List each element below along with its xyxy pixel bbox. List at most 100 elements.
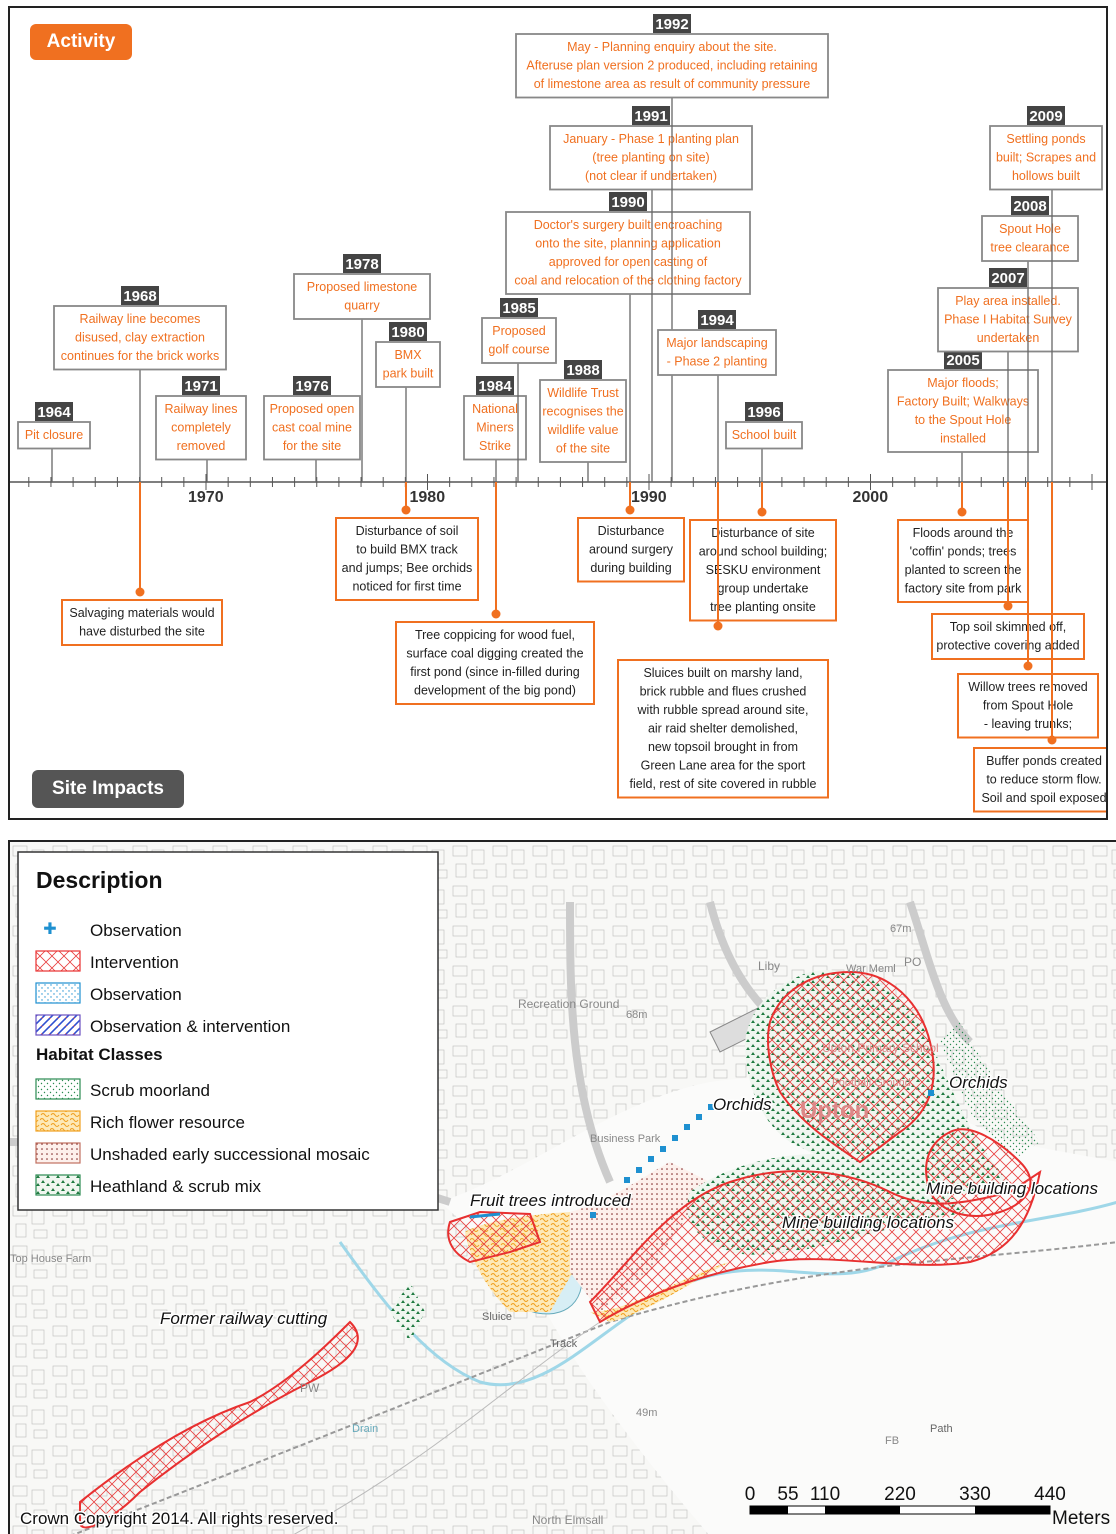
impact-box (957, 673, 1099, 739)
activity-text: of limestone area as result of community… (534, 77, 811, 91)
activity-text: Miners (476, 421, 514, 435)
legend-label: Heathland & scrub mix (90, 1177, 262, 1196)
observation-points (590, 1090, 934, 1218)
copyright-text: Crown Copyright 2014. All rights reserve… (20, 1509, 338, 1528)
activity-text: built; Scrapes and (996, 151, 1096, 165)
activity-label: Activity (30, 24, 132, 60)
activity-text: disused, clay extraction (75, 331, 205, 345)
observation-segment (469, 1212, 501, 1219)
impact-dot (957, 507, 967, 517)
observation-cross-icon: ✚ (43, 921, 56, 938)
year-tag (293, 376, 331, 395)
activity-text: (tree planting on site) (592, 151, 709, 165)
legend-label: Rich flower resource (90, 1113, 245, 1132)
impact-box (395, 621, 595, 705)
impact-text: factory site from park (905, 582, 1022, 596)
impact-box-6: Sluices built on marshy land,brick rubbl… (617, 482, 829, 799)
activity-text: of the site (556, 442, 610, 456)
mine-intervention (588, 1169, 1042, 1324)
activity-box (17, 421, 91, 450)
year-label: 1980 (391, 324, 424, 341)
impact-box (617, 659, 829, 799)
impact-box-8: Top soil skimmed off,protective covering… (931, 482, 1085, 660)
activity-box (53, 305, 227, 371)
activity-text: wildlife value (547, 423, 619, 437)
year-tag (343, 254, 381, 273)
annotation-label: Orchids (713, 1095, 772, 1114)
impact-text: have disturbed the site (79, 625, 205, 639)
activity-text: Railway line becomes (80, 312, 201, 326)
impact-text: Sluices built on marshy land, (643, 666, 802, 680)
impact-text: noticed for first time (352, 580, 461, 594)
place-name: Upton Primary School (822, 1041, 939, 1055)
activity-text: golf course (488, 343, 549, 357)
year-label: 1978 (345, 256, 378, 273)
activity-text: National (472, 402, 518, 416)
place-name: War Meml (846, 963, 896, 975)
activity-text: Wildlife Trust (547, 386, 619, 400)
activity-text: Proposed limestone (307, 280, 418, 294)
place-name: Path (930, 1423, 953, 1435)
activity-text: approved for open casting of (549, 255, 708, 269)
activity-box (981, 215, 1079, 262)
legend-item-obs_int: Observation & intervention (35, 1014, 290, 1036)
impact-dot (1003, 601, 1013, 611)
year-tag (989, 268, 1027, 287)
activity-box (515, 33, 829, 99)
year-tag (476, 376, 514, 395)
impact-text: Disturbance (598, 524, 665, 538)
annotation-label: Former railway cutting (160, 1309, 328, 1328)
year-label: 1991 (634, 108, 667, 125)
year-label: 1996 (747, 404, 780, 421)
place-name: 49m (636, 1407, 657, 1419)
impact-box (973, 747, 1106, 813)
impact-text: protective covering added (936, 639, 1079, 653)
year-label: 1971 (184, 378, 217, 395)
activity-box (657, 329, 777, 376)
place-name: PW (300, 1381, 320, 1395)
year-label: 2008 (1013, 198, 1046, 215)
activity-text: Factory Built; Walkways (897, 395, 1029, 409)
year-label: 2009 (1029, 108, 1062, 125)
year-label: 1985 (502, 300, 535, 317)
legend-label: Observation (90, 921, 182, 940)
year-label: 1964 (37, 404, 71, 421)
scale-tick-label: 440 (1034, 1484, 1066, 1505)
mosaic-area-1 (570, 1162, 710, 1312)
legend-label: Observation (90, 985, 182, 1004)
impact-box (689, 519, 837, 622)
impact-box (931, 613, 1085, 660)
scale-tick-label: 55 (777, 1484, 798, 1505)
impact-text: first pond (since in-filled during (410, 665, 580, 679)
place-name: Track (550, 1338, 578, 1350)
activity-text: coal and relocation of the clothing fact… (514, 274, 742, 288)
impact-text: tree planting onsite (710, 600, 816, 614)
impact-text: and jumps; Bee orchids (342, 561, 473, 575)
track (293, 1321, 601, 1534)
impact-dot (401, 505, 411, 515)
activity-text: Proposed (492, 324, 546, 338)
impact-text: to reduce storm flow. (986, 773, 1101, 787)
scale-unit-label: Meters (1052, 1508, 1110, 1529)
activity-text: Major floods; (927, 376, 999, 390)
year-label: 2007 (991, 270, 1024, 287)
activity-box (375, 341, 441, 388)
impact-text: Green Lane area for the sport (641, 759, 806, 773)
legend-habitat-scrub: Scrub moorland (35, 1078, 210, 1100)
fruit-tree-intervention (447, 1210, 542, 1264)
impact-text: - leaving trunks; (984, 717, 1072, 731)
legend-swatch (35, 1014, 81, 1036)
mine-intervention-2 (925, 1128, 1032, 1217)
year-tag (389, 322, 427, 341)
activity-box (263, 395, 361, 461)
legend-title: Description (36, 867, 163, 893)
